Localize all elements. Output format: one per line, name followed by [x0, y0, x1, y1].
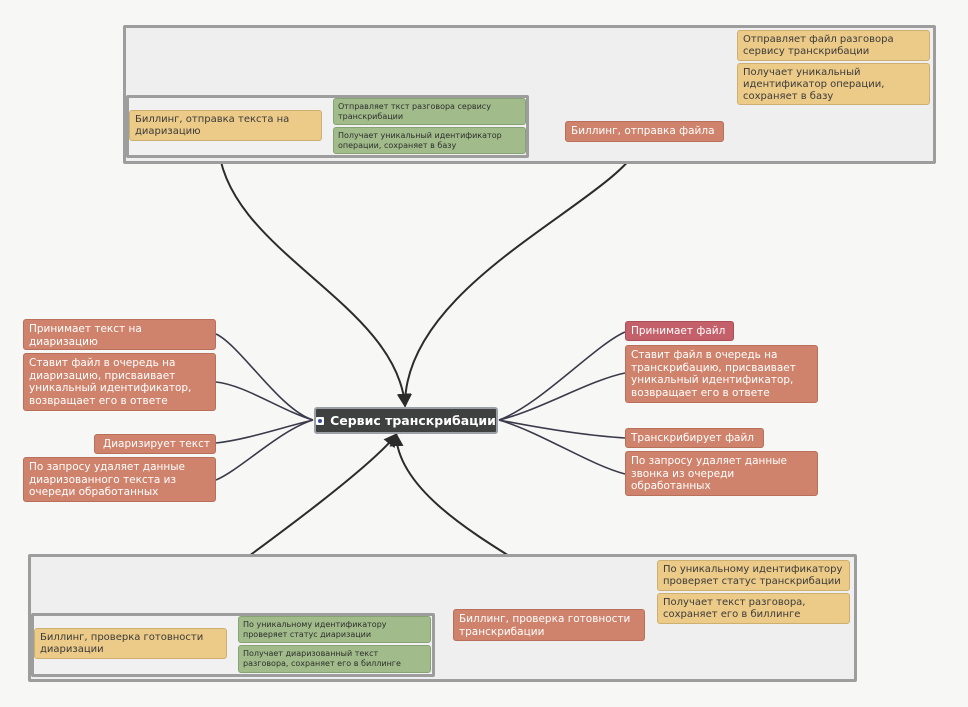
branch-left-3	[215, 419, 314, 444]
right-node-2[interactable]: Ставит файл в очередь на транскрибацию, …	[625, 345, 818, 403]
billing-trans-check-step-1[interactable]: По уникальному идентификатору проверяет …	[657, 560, 850, 591]
branch-left-4	[215, 419, 314, 481]
mindmap-icon	[316, 416, 325, 425]
billing-text-step-2[interactable]: Получает уникальный идентификатор операц…	[333, 127, 526, 154]
branch-left-2	[215, 381, 314, 421]
left-node-3[interactable]: Диаризирует текст	[94, 434, 216, 454]
right-node-1[interactable]: Принимает файл	[625, 321, 734, 341]
left-node-1[interactable]: Принимает текст на диаризацию	[23, 319, 216, 350]
left-node-2[interactable]: Ставит файл в очередь на диаризацию, при…	[23, 353, 216, 411]
central-topic-label: Сервис транскрибации	[330, 413, 496, 428]
billing-trans-check-step-2[interactable]: Получает текст разговора, сохраняет его …	[657, 593, 850, 624]
branch-right-3	[498, 419, 626, 439]
right-node-4[interactable]: По запросу удаляет данные звонка из очер…	[625, 451, 818, 496]
link-billing-text-to-center	[217, 140, 411, 408]
branch-right-1	[498, 331, 626, 421]
billing-file-node[interactable]: Биллинг, отправка файла	[565, 121, 724, 142]
link-billing-file-to-center	[398, 141, 642, 408]
billing-file-step-2[interactable]: Получает уникальный идентификатор операц…	[737, 63, 930, 105]
billing-trans-check-node[interactable]: Биллинг, проверка готовности транскрибац…	[453, 609, 645, 641]
billing-file-step-1[interactable]: Отправляет файл разговора сервису транск…	[737, 30, 930, 61]
billing-diar-check-step-2[interactable]: Получает диаризованный текст разговора, …	[238, 645, 431, 673]
billing-text-node[interactable]: Биллинг, отправка текста на диаризацию	[129, 110, 322, 141]
branch-left-1	[215, 333, 314, 421]
billing-text-step-1[interactable]: Отправляет ткст разговора сервису транск…	[333, 98, 526, 125]
left-node-4[interactable]: По запросу удаляет данные диаризованного…	[23, 457, 216, 502]
branch-right-4	[498, 419, 626, 475]
central-topic[interactable]: Сервис транскрибации	[314, 407, 498, 434]
billing-diar-check-node[interactable]: Биллинг, проверка готовности диаризации	[34, 628, 227, 659]
branch-right-2	[498, 372, 626, 421]
billing-diar-check-step-1[interactable]: По уникальному идентификатору проверяет …	[238, 616, 431, 643]
right-node-3[interactable]: Транскрибирует файл	[625, 428, 764, 448]
